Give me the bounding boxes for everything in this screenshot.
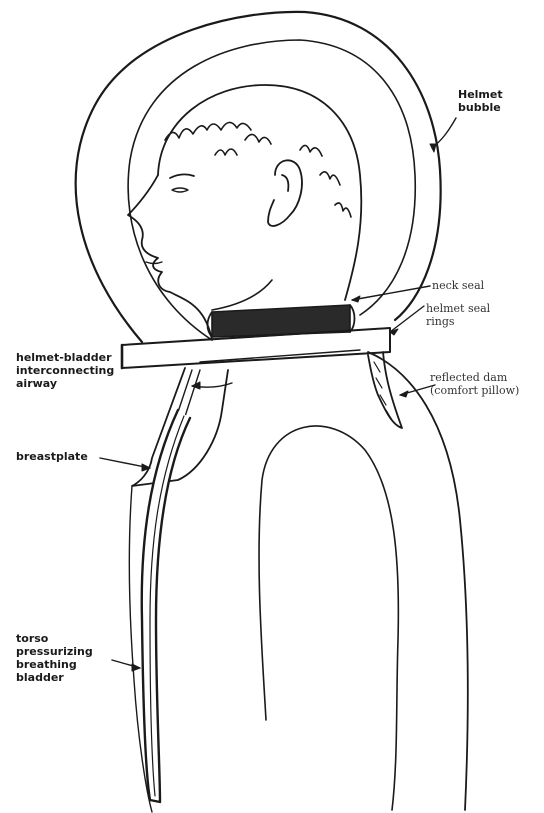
label-breastplate: breastplate [16,450,88,463]
arm-outline [259,426,398,810]
arrowhead [430,144,436,152]
arrowhead [132,664,140,671]
arrowhead [390,329,398,335]
label-helmet-bladder-airway: helmet-bladder interconnecting airway [16,351,114,390]
label-line: (comfort pillow) [430,384,519,397]
reflected-dam [368,352,402,428]
label-line: breathing [16,658,93,671]
hair-scribble [165,122,351,217]
jaw [212,280,272,310]
eyebrow [170,174,194,178]
label-line: bubble [458,101,503,114]
ear [268,160,302,226]
head-outline [158,85,361,300]
label-helmet-seal-rings: helmet seal rings [426,302,490,328]
label-neck-seal: neck seal [432,279,484,292]
label-line: neck seal [432,279,484,292]
label-line: airway [16,377,114,390]
label-line: bladder [16,671,93,684]
face-profile [128,175,212,340]
label-line: torso [16,632,93,645]
label-line: helmet seal [426,302,490,315]
label-line: rings [426,315,490,328]
label-torso-bladder: torso pressurizing breathing bladder [16,632,93,684]
label-reflected-dam: reflected dam (comfort pillow) [430,371,519,397]
label-line: pressurizing [16,645,93,658]
label-line: helmet-bladder [16,351,114,364]
label-helmet-bubble: Helmet bubble [458,88,503,114]
label-line: reflected dam [430,371,519,384]
eye [172,188,188,192]
arrowhead [400,391,408,397]
arrowhead [352,296,360,302]
label-line: Helmet [458,88,503,101]
body-outline [368,352,468,810]
label-line: breastplate [16,450,88,463]
label-line: interconnecting [16,364,114,377]
